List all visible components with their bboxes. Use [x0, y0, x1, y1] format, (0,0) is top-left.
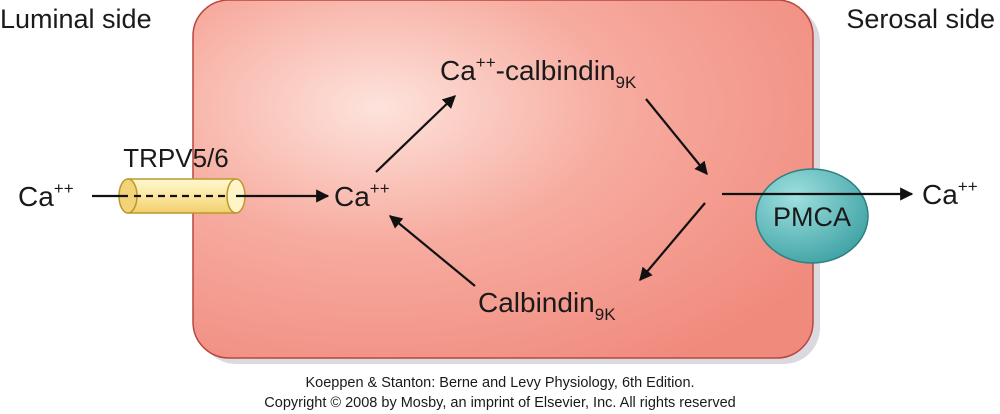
luminal-side-label: Luminal side [0, 4, 152, 34]
arrow-recycle [388, 215, 476, 287]
serosal-side-label: Serosal side [846, 4, 995, 34]
arrow-to-release [645, 98, 708, 176]
credit-line-2: Copyright © 2008 by Mosby, an imprint of… [264, 395, 736, 411]
trpv-channel [118, 178, 246, 214]
ca-luminal-label: Ca++ [18, 179, 74, 212]
arrow-binding [375, 95, 456, 173]
ca-calbindin-complex-label: Ca++-calbindin9K [440, 53, 637, 92]
calbindin-label: Calbindin9K [478, 287, 616, 324]
credit-line-1: Koeppen & Stanton: Berne and Levy Physio… [305, 375, 695, 391]
ca-cytosol-label: Ca++ [334, 179, 390, 212]
arrow-release-to-calbindin [639, 202, 706, 282]
pmca-label: PMCA [773, 202, 851, 232]
ca-serosal-label: Ca++ [922, 177, 978, 210]
pmca-pump [755, 168, 869, 264]
channel-label: TRPV5/6 [123, 143, 229, 173]
